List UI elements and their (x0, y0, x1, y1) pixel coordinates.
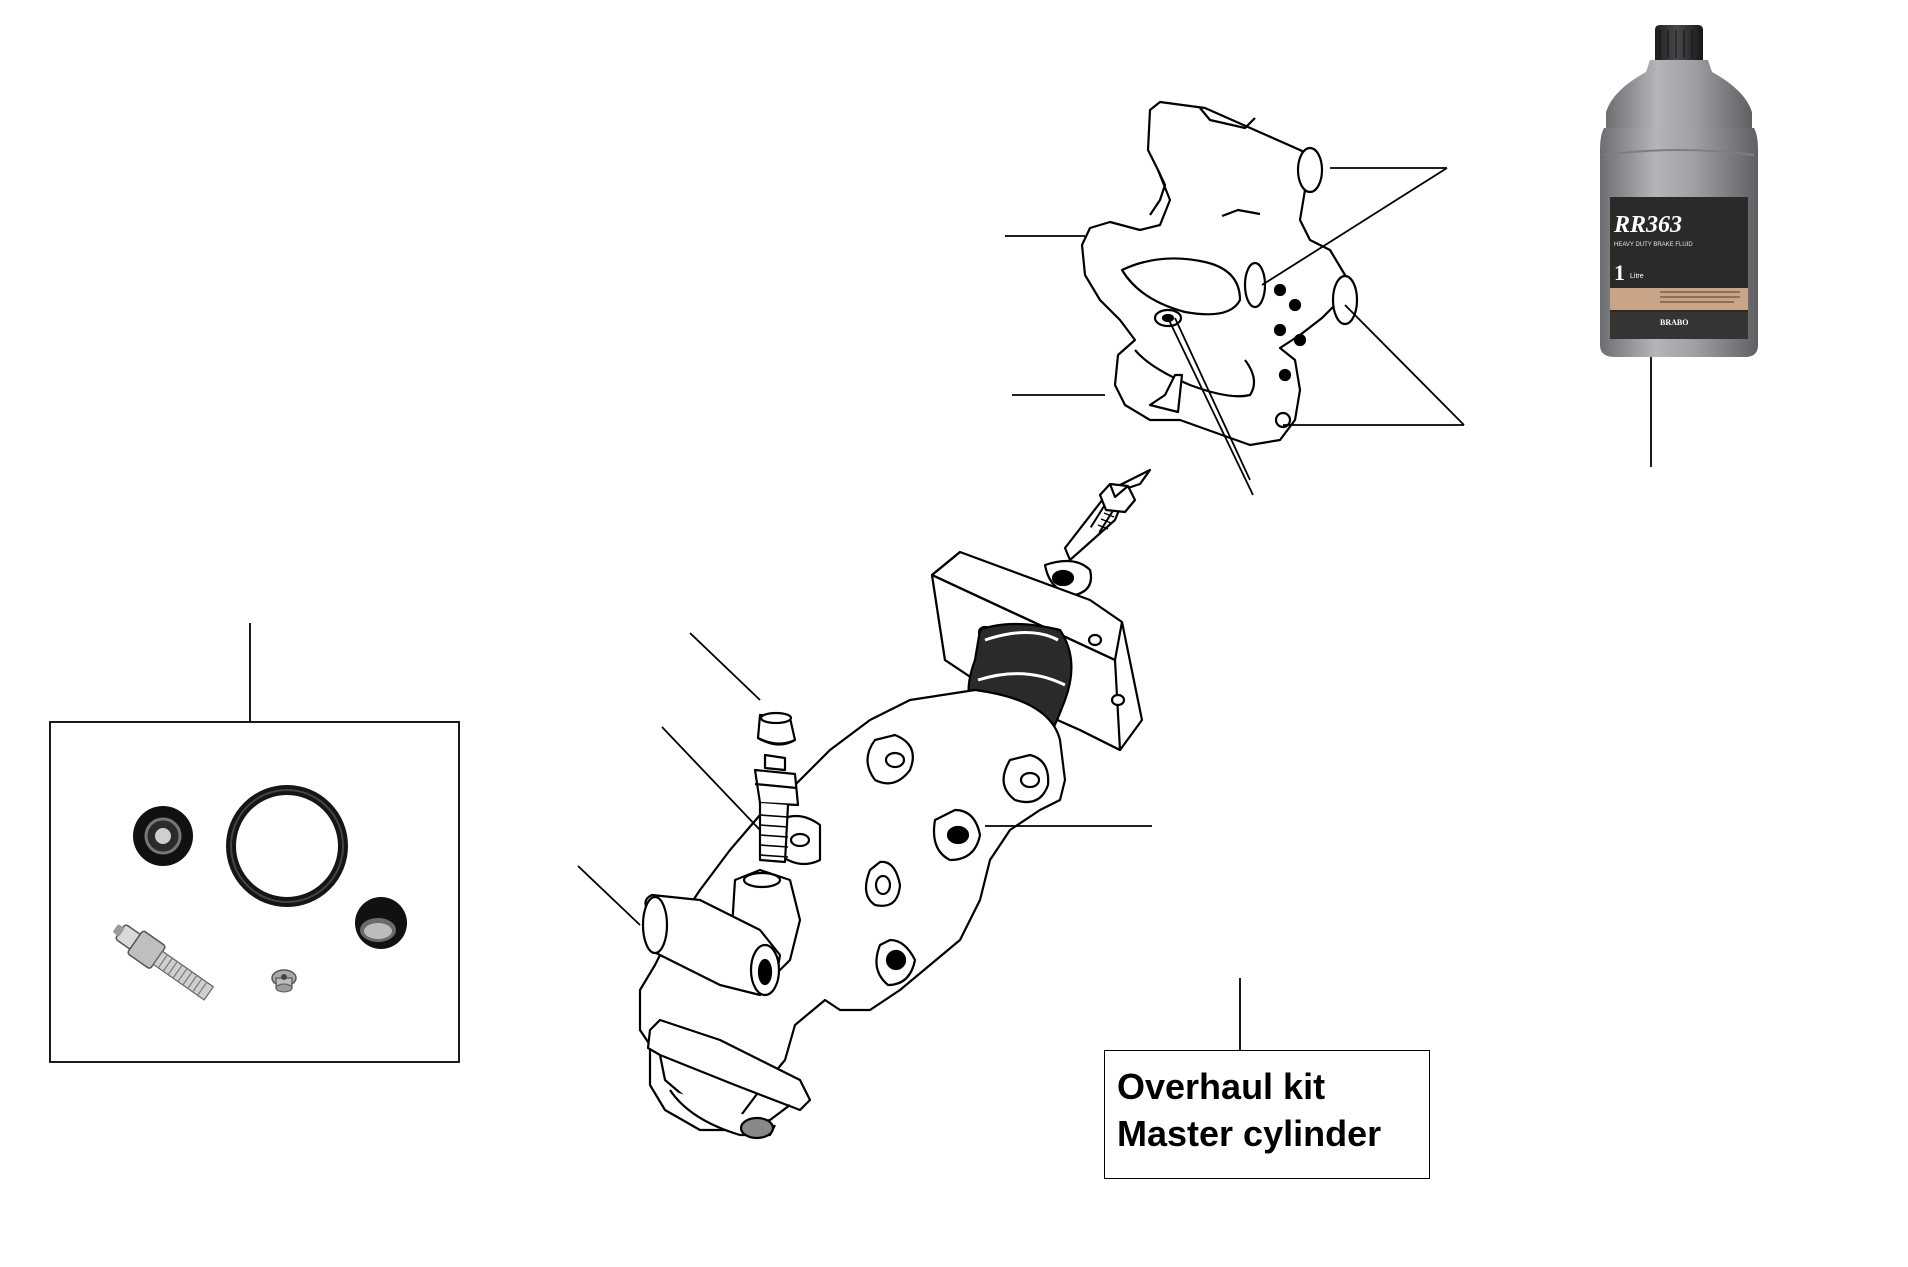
overhaul-kit-callout: Overhaul kit Master cylinder (1104, 1050, 1430, 1179)
cup-seal-small (133, 806, 193, 866)
bottle-maker-text: BRABO (1660, 318, 1688, 327)
bottle-cap (1655, 25, 1703, 60)
reservoir-leader-lines (1005, 167, 1465, 496)
overhaul-kit-subtitle: Master cylinder (1117, 1113, 1382, 1154)
bleed-screw (113, 924, 215, 1001)
bottle-volume-unit: Litre (1630, 273, 1644, 280)
reservoir-block (1080, 100, 1359, 447)
body-leader-lines (577, 632, 1152, 926)
bottle-brand-text: RR363 (1613, 212, 1682, 238)
brake-fluid-bottle: RR363 HEAVY DUTY BRAKE FLUID 1 Litre BRA… (1600, 25, 1758, 467)
o-ring (226, 785, 348, 907)
seal-kit-panel (49, 623, 460, 1063)
small-plug (271, 969, 297, 993)
bleed-nipple (753, 711, 800, 864)
bottle-volume-text: 1 (1614, 260, 1625, 285)
plug-seal (355, 897, 407, 949)
master-cylinder-body (638, 688, 1067, 1140)
overhaul-kit-title: Overhaul kit (1117, 1066, 1326, 1107)
bottle-subtitle-text: HEAVY DUTY BRAKE FLUID (1614, 242, 1693, 248)
